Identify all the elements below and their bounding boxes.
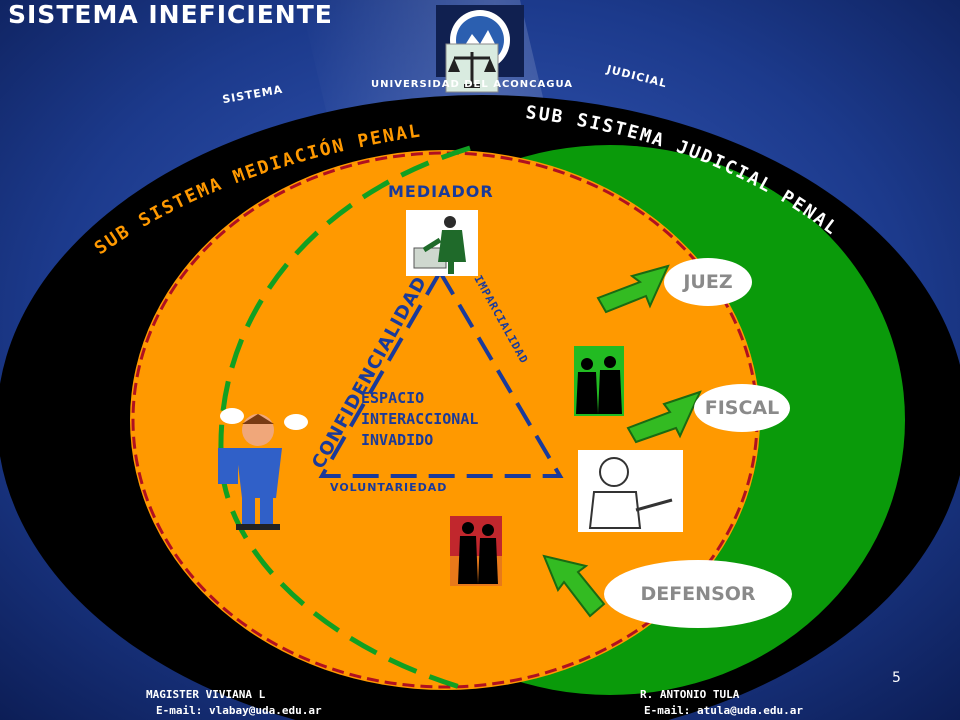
espacio-interaccional: ESPACIO INTERACCIONAL INVADIDO — [361, 388, 478, 451]
angry-man-image — [218, 408, 308, 530]
mediator-image — [406, 210, 478, 276]
detainee-image — [578, 450, 683, 532]
defensor-badge: DEFENSOR — [604, 560, 792, 628]
university-name: UNIVERSIDAD DEL ACONCAGUA — [371, 79, 573, 90]
arrow-fiscal — [626, 390, 702, 444]
footer-left-email: E-mail: vlabay@uda.edu.ar — [156, 704, 322, 717]
silhouettes-image — [574, 346, 624, 416]
footer-right-email: E-mail: atula@uda.edu.ar — [644, 704, 803, 717]
arrow-defensor — [542, 554, 606, 618]
fiscal-label: FISCAL — [704, 397, 780, 419]
juez-badge: JUEZ — [664, 258, 752, 306]
mediation-region — [130, 150, 760, 690]
label-voluntariedad: VOLUNTARIEDAD — [330, 481, 448, 494]
mediador-label: MEDIADOR — [388, 182, 494, 201]
espacio-line: INTERACCIONAL — [361, 410, 479, 428]
page-number: 5 — [892, 670, 901, 686]
footer-right-name: R. ANTONIO TULA — [640, 688, 740, 701]
mediation-triangle — [318, 268, 564, 478]
footer-left-name: MAGISTER VIVIANA L — [146, 688, 266, 701]
two-people-image — [450, 516, 502, 586]
arrow-juez — [596, 264, 670, 314]
espacio-line: ESPACIO — [361, 389, 425, 407]
juez-label: JUEZ — [683, 271, 733, 293]
espacio-line: INVADIDO — [361, 431, 434, 449]
slide-title: SISTEMA INEFICIENTE — [8, 0, 333, 29]
defensor-label: DEFENSOR — [640, 583, 756, 605]
fiscal-badge: FISCAL — [694, 384, 790, 432]
university-logo — [436, 5, 524, 93]
